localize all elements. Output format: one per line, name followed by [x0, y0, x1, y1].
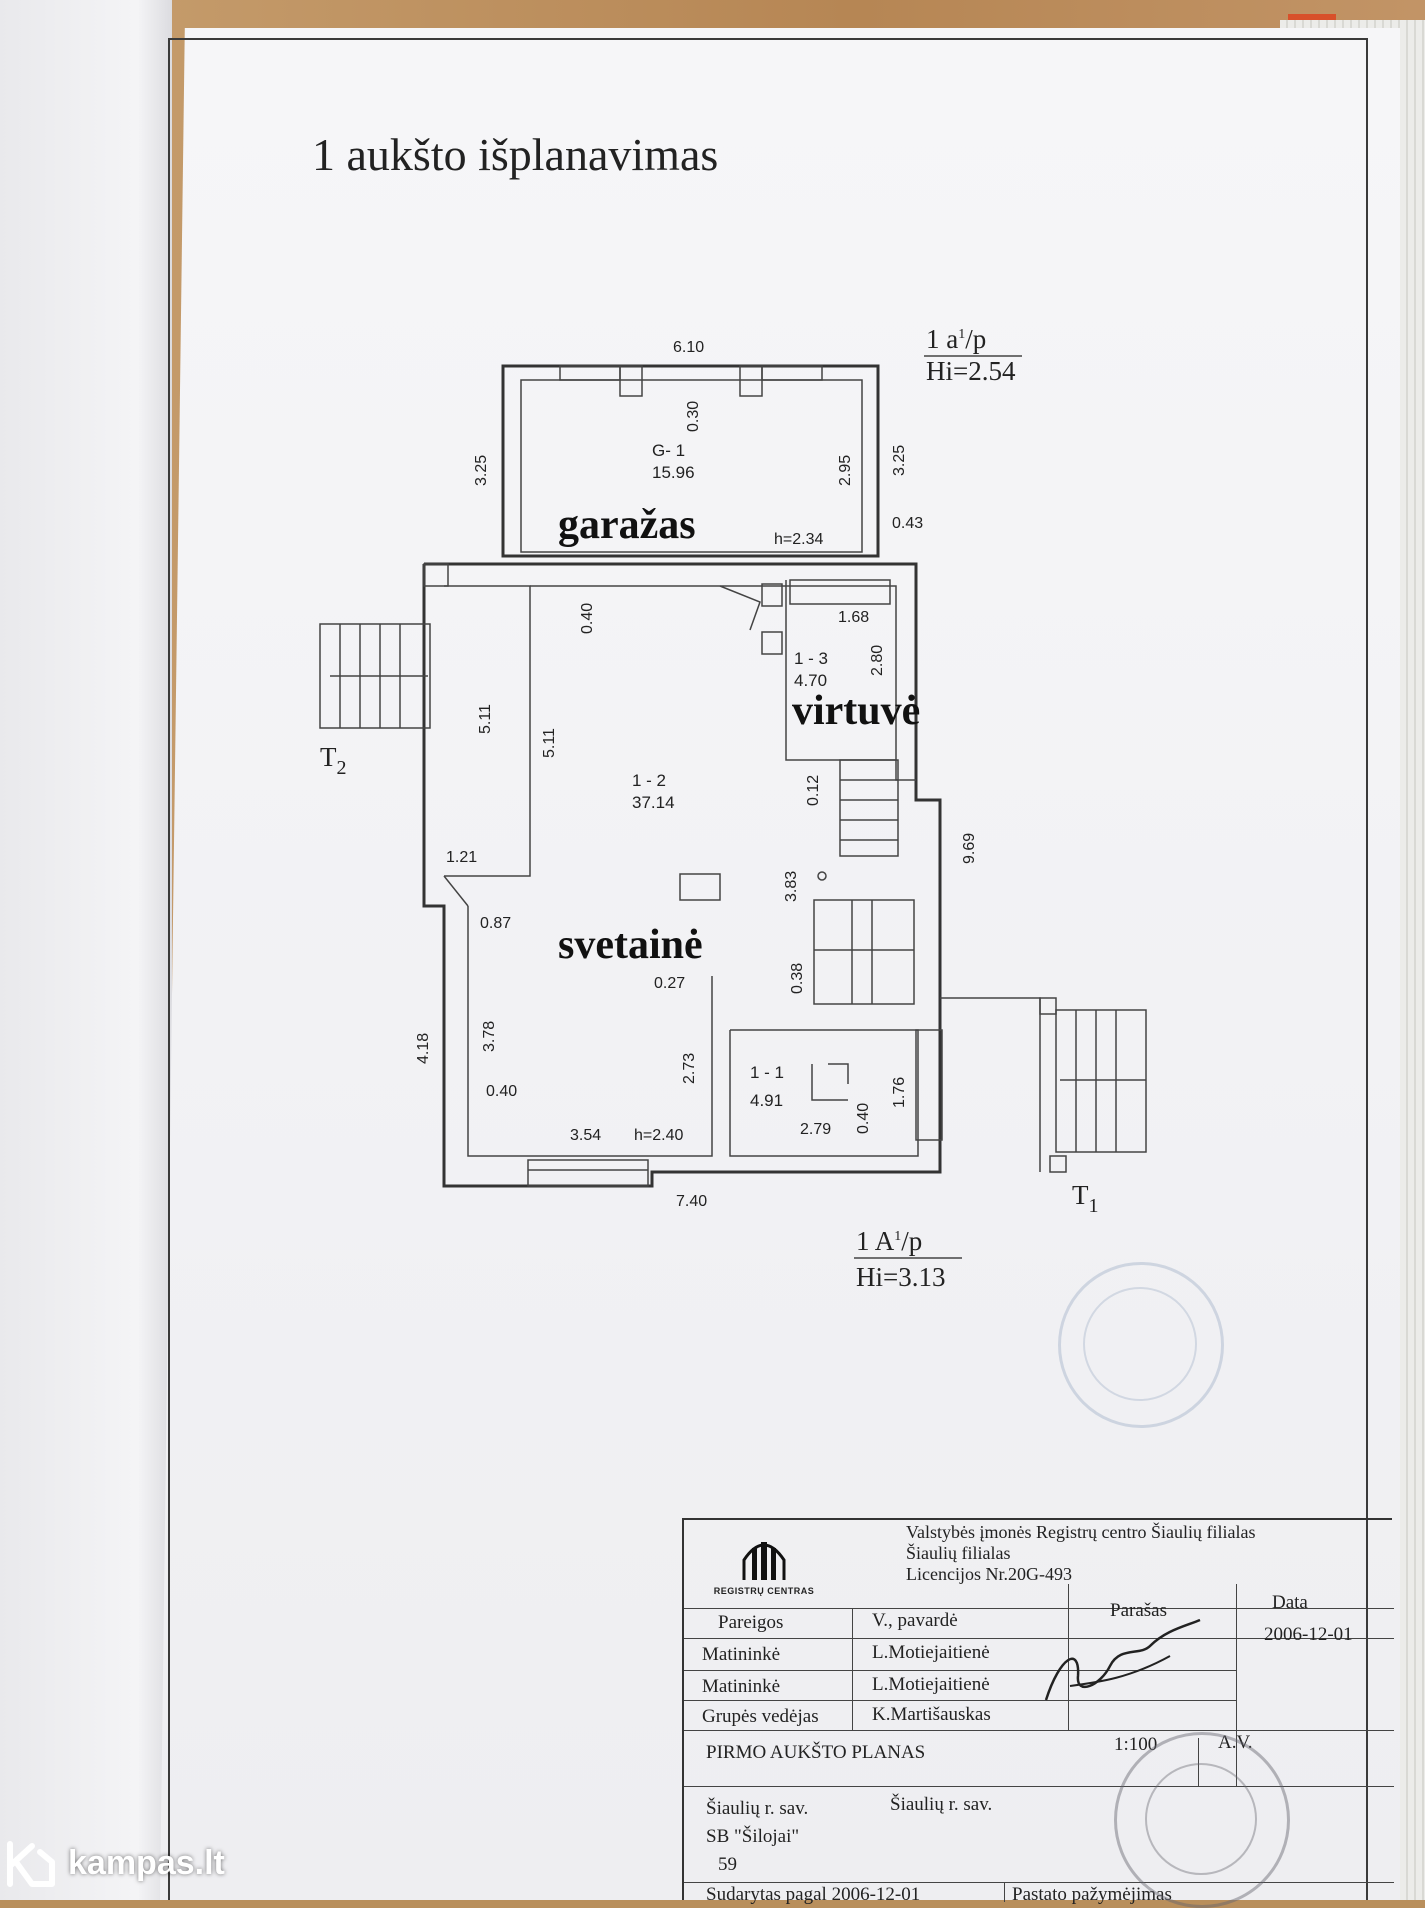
garage-walls: [501, 364, 880, 558]
address-left-3: 59: [718, 1854, 737, 1875]
room-code-1-3: 1 - 3: [794, 649, 828, 668]
left-page: [0, 0, 172, 1900]
room-code-1-2: 1 - 2: [632, 771, 666, 790]
dim-7-40: 7.40: [676, 1193, 707, 1210]
level-top-label: 1 a1/p: [926, 324, 986, 354]
dim-5-11-left: 5.11: [477, 704, 494, 734]
level-bottom-value: Hi=3.13: [856, 1262, 945, 1292]
plan-name: PIRMO AUKŠTO PLANAS: [706, 1742, 926, 1763]
header-signature: Parašas: [1110, 1600, 1167, 1621]
room-height-garage: h=2.34: [774, 531, 823, 548]
dim-3-78: 3.78: [481, 1021, 498, 1052]
dim-0-40-bottom-left: 0.40: [486, 1083, 517, 1100]
kampas-logo-icon: [7, 1841, 55, 1887]
stair-label-t2: T2: [320, 742, 347, 779]
room-area-1-2: 37.14: [632, 793, 675, 812]
row-2-name: L.Motiejaitienė: [872, 1674, 990, 1695]
header-name: V., pavardė: [872, 1610, 958, 1631]
footer-left: Sudarytas pagal 2006-12-01: [706, 1884, 921, 1905]
kampas-watermark: kampas.lt: [4, 1836, 225, 1890]
room-height-living: h=2.40: [634, 1127, 683, 1144]
document-title: 1 aukšto išplanavimas: [312, 129, 719, 180]
document-sheet: [160, 28, 1400, 1900]
dim-2-80: 2.80: [869, 645, 886, 676]
dim-3-54: 3.54: [570, 1127, 601, 1144]
room-labels: G- 1 15.96 garažas h=2.34 1 - 3 4.70 vir…: [558, 441, 920, 1144]
address-left-2: SB "Šilojai": [706, 1826, 800, 1847]
dim-0-43: 0.43: [892, 515, 923, 532]
row-1-role: Matininkė: [702, 1644, 781, 1665]
row-1-name: L.Motiejaitienė: [872, 1642, 990, 1663]
faded-stamp: [1058, 1262, 1224, 1428]
title-block: REGISTRŲ CENTRAS Valstybės įmonės Regist…: [682, 1518, 1394, 1908]
dim-0-12: 0.12: [805, 775, 822, 806]
organization-info: Valstybės įmonės Registrų centro Šiaulių…: [906, 1522, 1256, 1584]
dim-3-25-right: 3.25: [891, 445, 908, 476]
official-stamp: [1114, 1732, 1290, 1908]
dim-0-30: 0.30: [685, 401, 702, 432]
header-role: Pareigos: [718, 1612, 784, 1633]
dim-2-95: 2.95: [837, 455, 854, 486]
dimension-labels: 6.10 0.30 3.25 2.95 3.25 0.43 0.40 1.68 …: [415, 339, 978, 1210]
signature-mark: [1044, 1618, 1201, 1701]
dim-3-25-left: 3.25: [473, 455, 490, 486]
dim-6-10: 6.10: [673, 339, 704, 356]
room-name-living: svetainė: [558, 922, 703, 968]
header-date: Data: [1272, 1592, 1308, 1613]
room-code-g1: G- 1: [652, 441, 685, 460]
dim-1-68: 1.68: [838, 609, 869, 626]
stairs-left: [319, 623, 431, 729]
dim-1-21: 1.21: [446, 849, 477, 866]
staircase-inner: [679, 759, 915, 1005]
level-top-value: Hi=2.54: [926, 356, 1016, 386]
registru-centras-logo: REGISTRŲ CENTRAS: [710, 1534, 818, 1606]
level-bottom-label: 1 A1/p: [856, 1226, 922, 1256]
drawing-frame: [168, 38, 1368, 1900]
room-name-kitchen: virtuvė: [792, 688, 920, 734]
row-3-role: Grupės vedėjas: [702, 1706, 819, 1727]
dim-2-73: 2.73: [681, 1053, 698, 1084]
house-walls: [422, 562, 942, 1188]
row-1-date: 2006-12-01: [1264, 1624, 1353, 1645]
dim-0-40-bottom-right: 0.40: [855, 1103, 872, 1134]
watermark-text: kampas.lt: [68, 1843, 225, 1882]
dim-0-27: 0.27: [654, 975, 685, 992]
room-area-1-3: 4.70: [794, 671, 827, 690]
plan-scale: 1:100: [1114, 1734, 1158, 1755]
bathroom-fixture: [811, 1063, 849, 1101]
row-3-name: K.Martišauskas: [872, 1704, 991, 1725]
stair-label-t1: T1: [1072, 1180, 1099, 1217]
dim-0-38: 0.38: [789, 963, 806, 994]
dim-2-79: 2.79: [800, 1121, 831, 1138]
room-name-garage: garažas: [558, 502, 696, 548]
room-area-1-1: 4.91: [750, 1091, 783, 1110]
row-2-role: Matininkė: [702, 1676, 781, 1697]
dim-3-83: 3.83: [783, 871, 800, 902]
dim-9-69: 9.69: [961, 833, 978, 864]
address-left-1: Šiaulių r. sav.: [706, 1798, 809, 1819]
dim-5-11-right: 5.11: [541, 728, 558, 758]
dim-0-40-top: 0.40: [579, 603, 596, 634]
dim-4-18: 4.18: [415, 1033, 432, 1064]
level-marks: 1 a1/p Hi=2.54 1 A1/p Hi=3.13: [854, 324, 1022, 1292]
stair-labels: T2 T1: [320, 742, 1099, 1217]
windows: [527, 1029, 943, 1187]
dim-0-87: 0.87: [480, 915, 511, 932]
room-area-g1: 15.96: [652, 463, 695, 482]
room-code-1-1: 1 - 1: [750, 1063, 784, 1082]
dim-1-76: 1.76: [891, 1077, 908, 1108]
stairs-right: [940, 997, 1147, 1173]
building-logo-icon: [742, 1542, 786, 1580]
address-right: Šiaulių r. sav.: [890, 1794, 993, 1815]
